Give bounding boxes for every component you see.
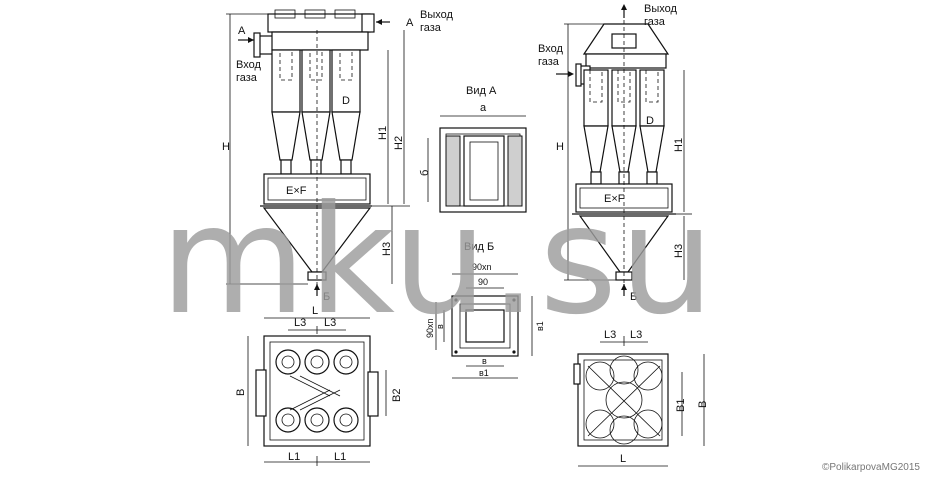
label-dim-B1-right: B1 xyxy=(675,399,687,412)
label-dim-D-left: D xyxy=(342,95,350,107)
label-section-a-right: A xyxy=(406,17,414,29)
left-cyclone-plan-view xyxy=(247,317,387,466)
label-dim-v-bottom: в xyxy=(482,356,487,366)
label-dim-90xn-side: 90хn xyxy=(425,318,435,338)
label-dim-H2-left: H2 xyxy=(393,136,405,150)
watermark: mku.su xyxy=(160,174,716,348)
label-gas-outlet-right-1: Выход xyxy=(644,3,677,15)
label-dim-H1-left: H1 xyxy=(377,126,389,140)
label-gas-outlet-right-2: газа xyxy=(644,16,666,28)
left-cyclone-front-view xyxy=(226,9,410,296)
label-dim-H-right: H xyxy=(556,141,564,153)
label-dim-D-right: D xyxy=(646,115,654,127)
label-dim-L3-left-a: L3 xyxy=(294,317,306,329)
label-gas-inlet-right-1: Вход xyxy=(538,43,563,55)
label-dim-B2-left: B2 xyxy=(391,389,403,402)
label-view-a: Вид А xyxy=(466,85,497,97)
label-dim-90xn-top: 90хn xyxy=(472,262,492,272)
label-dim-v1-bottom: в1 xyxy=(479,368,489,378)
label-dim-a: а xyxy=(480,102,487,114)
label-dim-L1-left-b: L1 xyxy=(334,451,346,463)
label-dim-L3-right-b: L3 xyxy=(630,329,642,341)
label-dim-B-left: B xyxy=(235,389,247,396)
right-cyclone-plan-view xyxy=(573,336,705,467)
right-cyclone-front-view xyxy=(556,4,692,296)
label-gas-outlet-left-1: Выход xyxy=(420,9,453,21)
label-gas-inlet-right-2: газа xyxy=(538,56,560,68)
label-dim-L1-left-a: L1 xyxy=(288,451,300,463)
label-gas-outlet-left-2: газа xyxy=(420,22,442,34)
label-section-b-right: Б xyxy=(630,291,637,303)
label-dim-H-left: H xyxy=(222,141,230,153)
copyright-text: ©PolikarpovaMG2015 xyxy=(822,462,920,473)
label-gas-inlet-left-1: Вход xyxy=(236,59,261,71)
label-dim-v-side: в xyxy=(435,324,445,329)
label-section-a-left: A xyxy=(238,25,246,37)
label-dim-90: 90 xyxy=(478,277,488,287)
label-dim-L-left: L xyxy=(312,305,318,317)
view-b-flange xyxy=(435,273,533,379)
label-section-b-left: Б xyxy=(323,291,330,303)
label-dim-L3-right-a: L3 xyxy=(604,329,616,341)
label-dim-ExF-left: E×F xyxy=(286,185,307,197)
label-dim-b6: б xyxy=(419,170,431,176)
label-dim-L3-left-b: L3 xyxy=(324,317,336,329)
label-dim-B-right: B xyxy=(697,401,709,408)
label-dim-H3-right: H3 xyxy=(673,244,685,258)
label-dim-H3-left: H3 xyxy=(381,242,393,256)
label-dim-H1-right: H1 xyxy=(673,138,685,152)
label-view-b: Вид Б xyxy=(464,241,494,253)
label-dim-ExF-right: E×F xyxy=(604,193,625,205)
label-dim-v1-side: в1 xyxy=(535,321,545,331)
view-a-flange xyxy=(427,115,527,213)
label-gas-inlet-left-2: газа xyxy=(236,72,258,84)
label-dim-L-right: L xyxy=(620,453,626,465)
